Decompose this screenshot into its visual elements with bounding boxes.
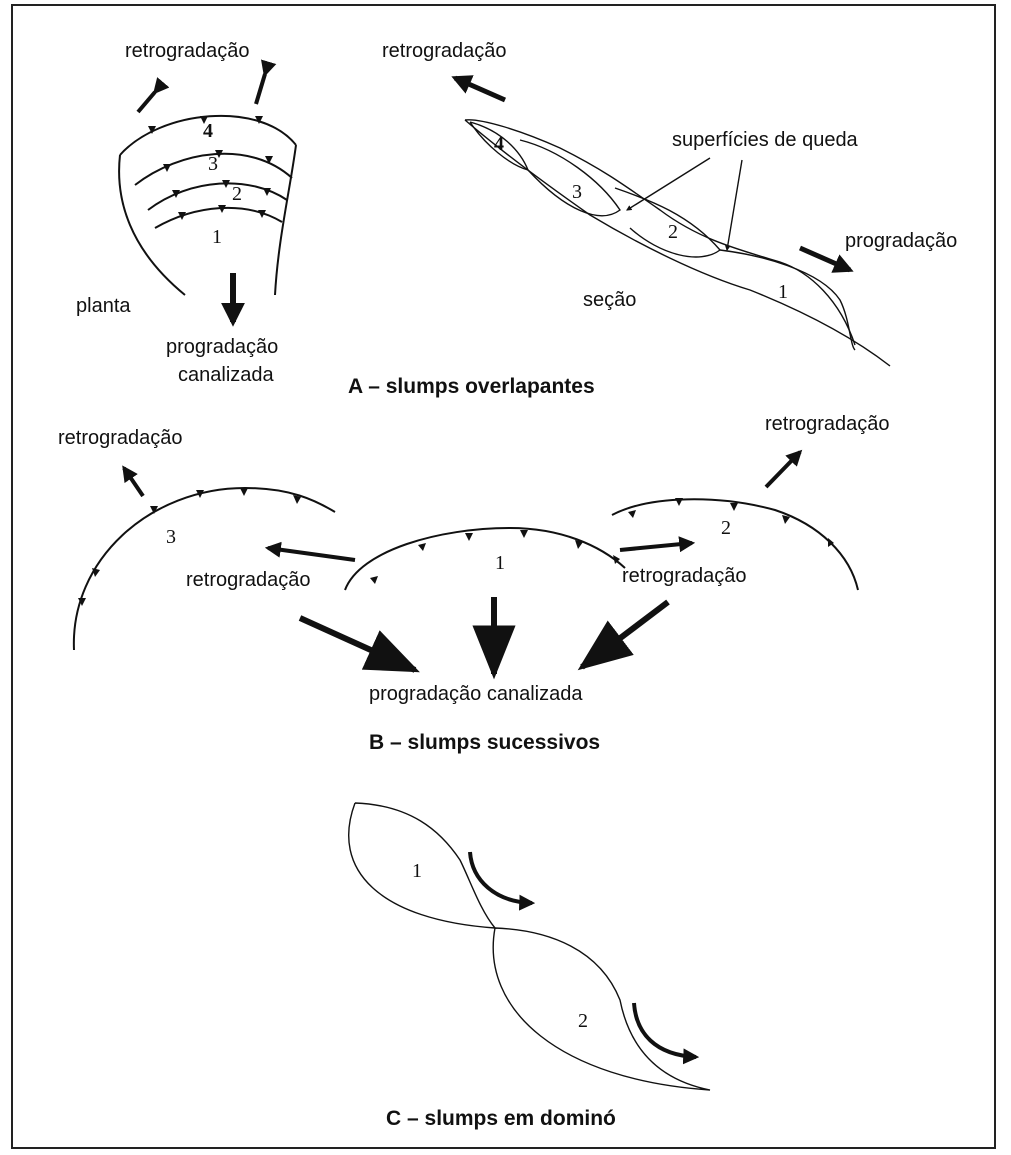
plan-scarp-2 [148, 183, 287, 210]
domino-arrow-1 [470, 852, 532, 903]
prog-label: progradação canalizada [369, 683, 583, 705]
retro-arrow-left-top [124, 468, 143, 496]
section-number-1: 1 [778, 281, 788, 303]
panel-a-plan: retrogradação planta progradação canaliz… [76, 40, 296, 386]
retro-label-left: retrogradação [58, 427, 183, 449]
plan-retro-label: retrogradação [125, 40, 250, 62]
prog-arrow-right [582, 602, 668, 667]
plan-retro-arrow-left [138, 92, 155, 112]
plan-number-2: 2 [232, 183, 242, 205]
domino-slump-2 [493, 928, 710, 1090]
panel-c: 1 2 [349, 803, 710, 1090]
section-number-4: 4 [494, 133, 504, 155]
caption-c: C – slumps em dominó [386, 1107, 616, 1130]
panel-a-section: retrogradação superfícies de queda progr… [382, 40, 957, 366]
section-prog-label: progradação [845, 230, 957, 252]
section-retro-label: retrogradação [382, 40, 507, 62]
prog-arrow-left [300, 618, 415, 670]
domino-number-1: 1 [412, 860, 422, 882]
surfaces-label: superfícies de queda [672, 129, 859, 151]
retro-arrow-mid-left [268, 548, 355, 560]
domino-number-2: 2 [578, 1010, 588, 1032]
plan-number-4: 4 [203, 120, 213, 142]
section-number-2: 2 [668, 221, 678, 243]
panel-b: retrogradação retrogradação retrogradaçã… [58, 413, 890, 705]
section-label: seção [583, 289, 636, 311]
caption-b: B – slumps sucessivos [369, 731, 600, 754]
slump-number-1: 1 [495, 552, 505, 574]
retro-label-right: retrogradação [765, 413, 890, 435]
section-number-3: 3 [572, 181, 582, 203]
surface-pointer-right [727, 160, 742, 250]
retro-label-mid-right: retrogradação [622, 565, 747, 587]
retro-arrow-mid-right [620, 543, 692, 550]
plan-number-3: 3 [208, 153, 218, 175]
plan-retro-arrow-right [256, 74, 265, 104]
surface-pointer-left [627, 158, 710, 210]
plan-number-1: 1 [212, 226, 222, 248]
section-lower-surface [465, 120, 890, 366]
section-prog-arrow [800, 248, 850, 270]
section-upper-surface [465, 120, 855, 345]
plan-prog-label-2: canalizada [178, 364, 275, 386]
domino-arrow-2 [634, 1003, 696, 1057]
slump-number-3: 3 [166, 526, 176, 548]
caption-a: A – slumps overlapantes [348, 375, 595, 398]
section-slump-3 [520, 140, 620, 216]
plan-side-left [119, 155, 185, 295]
plan-label: planta [76, 295, 131, 317]
section-retro-arrow [455, 78, 505, 100]
slump-1-scarp [345, 528, 625, 590]
retro-arrow-right-top [766, 452, 800, 487]
slump-number-2: 2 [721, 517, 731, 539]
retro-label-mid-left: retrogradação [186, 569, 311, 591]
plan-prog-label-1: progradação [166, 336, 278, 358]
